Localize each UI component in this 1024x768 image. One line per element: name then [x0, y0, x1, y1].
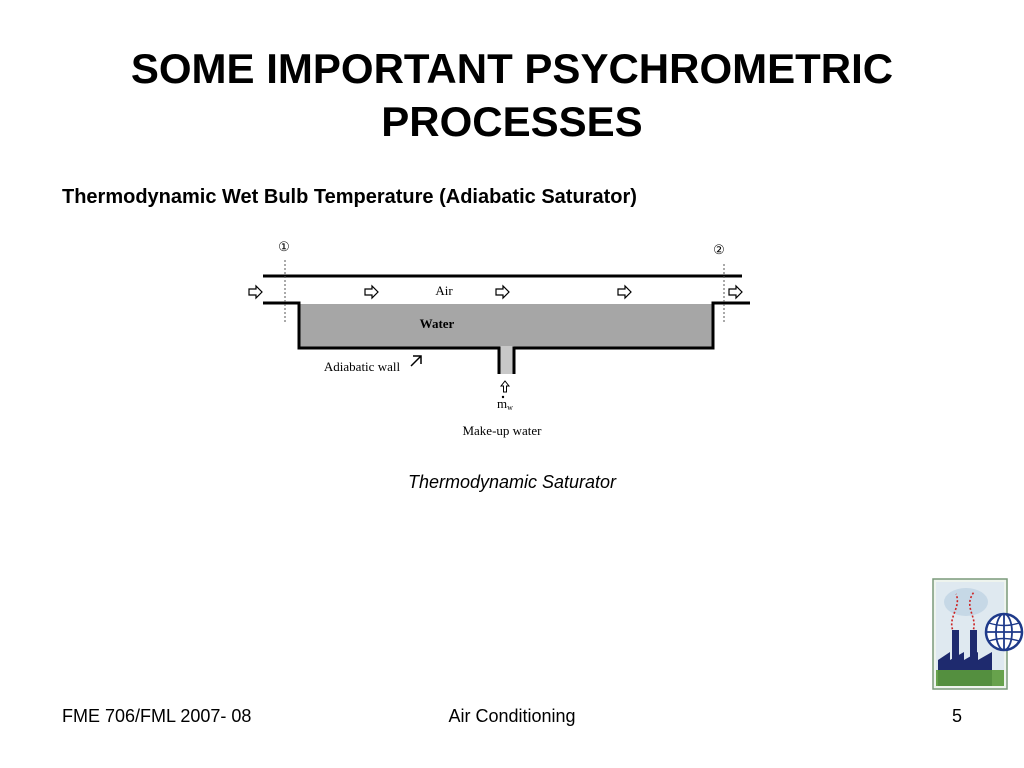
- air-label: Air: [435, 283, 453, 298]
- duct-bottom-wall: [263, 301, 501, 374]
- makeup-up-arrow-icon: [499, 380, 511, 393]
- diagram-caption: Thermodynamic Saturator: [407, 472, 617, 492]
- footer-topic: Air Conditioning: [448, 706, 576, 726]
- air-arrow-icon: [617, 284, 632, 300]
- air-flow-arrows: [248, 284, 743, 300]
- slide-title: SOME IMPORTANT PSYCHROMETRIC PROCESSES: [0, 42, 1024, 148]
- air-arrow-icon: [495, 284, 510, 300]
- title-line-1: SOME IMPORTANT PSYCHROMETRIC: [130, 45, 894, 92]
- mass-flow-dot: [501, 395, 505, 399]
- adiabatic-saturator-diagram: ① ② Air Water Adiabatic wall mw Make-up …: [248, 239, 750, 438]
- makeup-water-label: Make-up water: [462, 423, 542, 438]
- wall-pointer-arrow-icon: [410, 355, 422, 367]
- air-arrow-icon: [364, 284, 379, 300]
- state-1-marker: ①: [278, 239, 290, 254]
- slide-subtitle: Thermodynamic Wet Bulb Temperature (Adia…: [62, 186, 637, 208]
- footer-page-number: 5: [952, 706, 963, 726]
- mass-flow-symbol: mw: [497, 396, 513, 412]
- water-label: Water: [420, 316, 455, 331]
- duct-bottom-wall-right: [512, 301, 750, 374]
- air-arrow-icon: [728, 284, 743, 300]
- factory-globe-logo-icon: [932, 578, 1024, 690]
- state-2-marker: ②: [713, 242, 725, 257]
- title-line-2: PROCESSES: [381, 98, 643, 145]
- water-body: [300, 304, 712, 348]
- makeup-pipe-fill: [500, 346, 514, 374]
- footer-course-code: FME 706/FML 2007- 08: [62, 706, 252, 726]
- adiabatic-wall-label: Adiabatic wall: [324, 359, 401, 374]
- air-arrow-icon: [248, 284, 263, 300]
